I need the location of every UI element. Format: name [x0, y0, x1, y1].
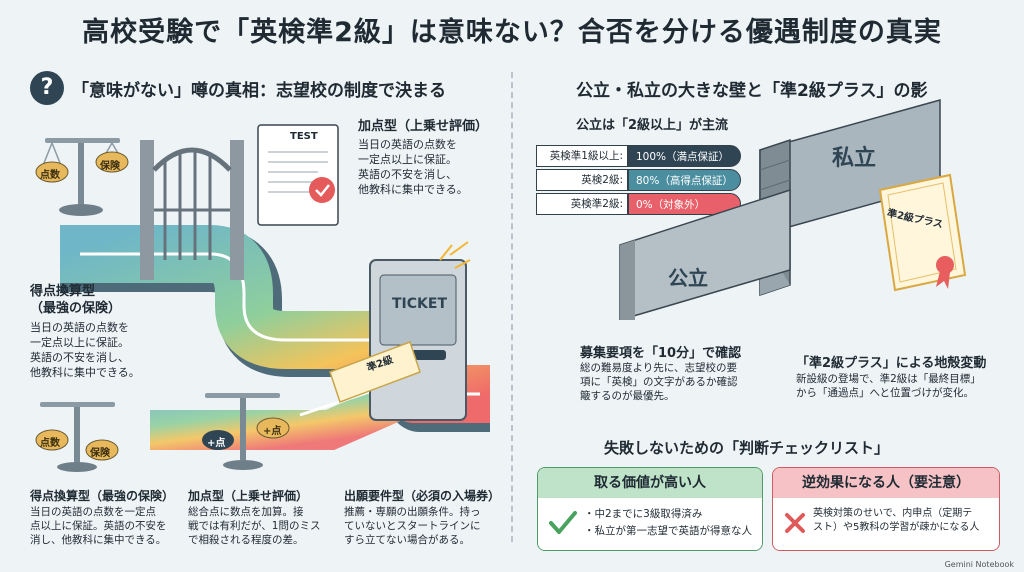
good-header: 取る価値が高い人 [538, 468, 762, 498]
row-value-2kyu: 80%（高得点保証） [628, 169, 741, 191]
center-divider [511, 72, 513, 542]
bottom-tokuten-title: 得点換算型（最強の保険） [30, 489, 175, 503]
katen-top-title: 加点型（上乗せ評価） [358, 119, 489, 134]
left-heading: 「意味がない」噂の真相：志望校の制度で決まる [72, 81, 446, 101]
good-item-1: ・中2までに3級取得済み [584, 508, 703, 520]
page-title: 高校受験で「英検準2級」は意味ない？合否を分ける優遇制度の真実 [82, 17, 942, 48]
scale-top-left-label: 点数 [40, 170, 60, 181]
katen-top-body: 当日の英語の点数を 一定点以上に保証。 英語の不安を消し、 他教科に集中できる。 [358, 138, 468, 196]
gate-icon [140, 140, 244, 280]
bad-body-text: 英検対策のせいで、内申点（定期テ スト）や5教科の学習が疎かになる人 [813, 508, 980, 533]
checklist-title: 失敗しないための「判断チェックリスト」 [604, 439, 890, 457]
scale-top-icon [35, 138, 129, 216]
ticket-machine-icon [329, 241, 471, 421]
tokuten-mid-title: 得点換算型 （最強の保険） [30, 284, 122, 316]
ticket-label: TICKET [392, 296, 447, 312]
row-label-jun1: 英検準1級以上: [536, 145, 628, 167]
bottom-shutsugan-body: 推薦・専願の出願条件。持っ ていないとスタートラインに すら立てない場合がある。 [344, 506, 481, 546]
check-icon [549, 511, 577, 534]
table-row: 英検準2級: 0%（対象外） [536, 193, 741, 215]
test-paper-icon [257, 124, 339, 226]
note-right-title: 「準2級プラス」による地殻変動 [796, 356, 987, 371]
table-title: 公立は「2級以上」が主流 [576, 118, 729, 133]
row-label-2kyu: 英検2級: [536, 169, 628, 191]
note-left-title: 募集要項を「10分」で確認 [580, 346, 742, 361]
scale-plus-left-label: +点 [207, 438, 226, 449]
bottom-shutsugan-title: 出願要件型（必須の入場券） [344, 489, 501, 503]
scale-bottom-left-label: 点数 [40, 438, 60, 449]
note-right-body: 新設級の登場で、準2級は「最終目標」 から「通過点」へと位置づけが変化。 [796, 373, 981, 399]
question-icon: ? [30, 71, 64, 105]
scale-plus-right-label: +点 [263, 426, 282, 437]
wall-public-label: 公立 [668, 266, 708, 290]
note-left-body: 総の難易度より先に、志望校の要 項に「英検」の文字があるか確認 簸するのが最優先… [580, 362, 738, 402]
table-row: 英検2級: 80%（高得点保証） [536, 169, 741, 191]
bad-header: 逆効果になる人（要注意） [773, 468, 999, 498]
wall-illustration [619, 99, 967, 320]
table-row: 英検準1級以上: 100%（満点保証） [536, 145, 741, 167]
bad-box: 逆効果になる人（要注意） 英検対策のせいで、内申点（定期テ スト）や5教科の学習… [772, 467, 1000, 551]
path-illustration [35, 124, 490, 472]
bottom-tokuten-body: 当日の英語の点数を一定点 点以上に保証。英語の不安を 消し、他教科に集中できる。 [30, 506, 167, 546]
bottom-katen-body: 総合点に数点を加算。接 戦では有利だが、1問のミス で相殺される程度の差。 [188, 506, 321, 546]
wall-private-label: 私立 [832, 146, 877, 171]
good-item-2: ・私立が第一志望で英語が得意な人 [584, 525, 752, 537]
cross-icon [785, 513, 805, 533]
row-value-jun2: 0%（対象外） [628, 193, 741, 215]
scale-bottom-right-label: 保険 [90, 448, 110, 459]
good-body: ・中2までに3級取得済み ・私立が第一志望で英語が得意な人 [538, 498, 762, 550]
footer-logo: Gemini Notebook [944, 560, 1014, 569]
bottom-katen-title: 加点型（上乗せ評価） [188, 489, 309, 503]
scale-top-right-label: 保険 [100, 161, 120, 172]
test-label: TEST [290, 131, 318, 142]
scale-bottom-left-icon [35, 402, 119, 472]
certificate-icon [878, 173, 967, 292]
row-value-jun1: 100%（満点保証） [628, 145, 741, 167]
scale-bottom-right-icon [202, 393, 290, 470]
bad-body: 英検対策のせいで、内申点（定期テ スト）や5教科の学習が疎かになる人 [773, 498, 999, 550]
tokuten-mid-body: 当日の英語の点数を 一定点以上に保証。 英語の不安を消し、 他教科に集中できる。 [30, 321, 140, 379]
good-box: 取る価値が高い人 ・中2までに3級取得済み ・私立が第一志望で英語が得意な人 [537, 467, 763, 551]
right-heading: 公立・私立の大きな壁と「準2級プラス」の影 [576, 81, 928, 101]
row-label-jun2: 英検準2級: [536, 193, 628, 215]
